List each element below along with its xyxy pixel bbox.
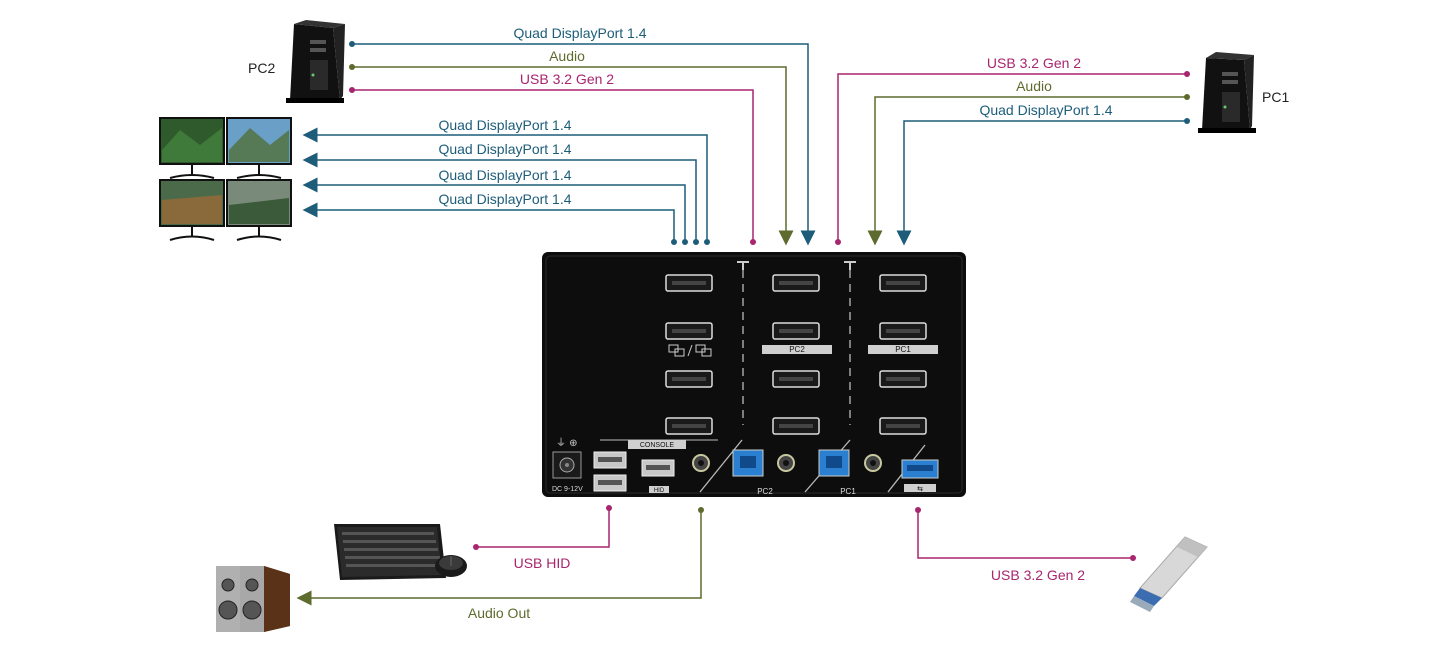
usb-hid-port-1 <box>593 451 627 469</box>
dp-port-pc1-2 <box>879 322 927 340</box>
monitor-displayport-line-1 <box>302 127 710 245</box>
dp-port-out-1 <box>665 274 713 292</box>
pc2-port-tag: PC2 <box>789 345 805 354</box>
svg-text:⏚ ⊕: ⏚ ⊕ <box>556 437 578 449</box>
dp-port-pc2-1 <box>772 274 820 292</box>
pc2-displayport-label: Quad DisplayPort 1.4 <box>513 25 646 41</box>
power-jack-icon: ⏚ ⊕ <box>552 437 582 479</box>
hid-tag: HID <box>654 488 665 494</box>
pc1-displayport-label: Quad DisplayPort 1.4 <box>979 102 1112 118</box>
usb-drive-line <box>915 507 1136 561</box>
pc1-audio-line <box>867 94 1190 246</box>
pc2-usb-tag: PC2 <box>757 487 773 496</box>
pc1-label: PC1 <box>1262 89 1289 105</box>
pc1-port-tag: PC1 <box>895 345 911 354</box>
monitor-displayport-label-3: Quad DisplayPort 1.4 <box>438 167 571 183</box>
monitor-grid-icon <box>159 117 292 241</box>
dp-port-out-2 <box>665 322 713 340</box>
dp-port-pc2-3 <box>772 370 820 388</box>
dp-port-pc2-4 <box>772 417 820 435</box>
audio-out-jack <box>692 454 710 472</box>
svg-text:⇆: ⇆ <box>917 485 923 493</box>
keyboard-icon <box>334 524 446 580</box>
mouse-icon <box>435 555 467 577</box>
usb-b-pc1-port <box>818 449 850 477</box>
kvm-switch-panel: PC2 PC1 CONSOLE ⏚ ⊕ DC 9-12V HID <box>542 252 966 497</box>
monitor-displayport-line-2 <box>302 152 699 245</box>
speakers-icon <box>216 566 290 632</box>
pc2-audio-line <box>349 64 794 246</box>
usb-hid-label: USB HID <box>514 555 571 571</box>
monitor-displayport-line-4 <box>302 202 677 245</box>
console-tag: CONSOLE <box>640 442 675 449</box>
pc1-usb-label: USB 3.2 Gen 2 <box>987 55 1081 71</box>
pc2-label: PC2 <box>248 60 275 76</box>
pc2-displayport-line <box>349 41 816 246</box>
dp-port-pc2-2 <box>772 322 820 340</box>
monitor-displayport-label-4: Quad DisplayPort 1.4 <box>438 191 571 207</box>
pc1-usb-tag: PC1 <box>840 487 856 496</box>
pc1-audio-label: Audio <box>1016 78 1052 94</box>
dc-label: DC 9-12V <box>552 486 583 493</box>
usb-hid-port-2 <box>593 474 627 492</box>
usb-drive-icon <box>1130 536 1208 612</box>
pc2-usb-line <box>349 87 756 245</box>
usb-superspeed-icon: ⇆ <box>904 484 936 493</box>
dp-port-pc1-4 <box>879 417 927 435</box>
pc2-audio-label: Audio <box>549 48 585 64</box>
dp-port-out-4 <box>665 417 713 435</box>
dp-port-pc1-1 <box>879 274 927 292</box>
pc2-tower-icon <box>286 20 345 103</box>
usb-hid-line <box>473 505 612 550</box>
pc1-tower-icon <box>1198 52 1256 133</box>
audio-pc2-jack <box>777 454 795 472</box>
usb-drive-label: USB 3.2 Gen 2 <box>991 567 1085 583</box>
monitor-displayport-line-3 <box>302 177 688 245</box>
usb-console-port <box>641 459 675 477</box>
monitor-displayport-label-2: Quad DisplayPort 1.4 <box>438 141 571 157</box>
pc2-usb-label: USB 3.2 Gen 2 <box>520 71 614 87</box>
audio-out-line <box>296 507 704 606</box>
audio-out-label: Audio Out <box>468 605 530 621</box>
dp-port-out-3 <box>665 370 713 388</box>
pc1-usb-line <box>835 71 1190 245</box>
usb-b-pc2-port <box>732 449 764 477</box>
pc1-displayport-line <box>896 118 1190 246</box>
usb-3-2-port <box>901 459 939 479</box>
monitor-displayport-label-1: Quad DisplayPort 1.4 <box>438 117 571 133</box>
display-mode-icon <box>668 344 712 357</box>
dp-port-pc1-3 <box>879 370 927 388</box>
audio-pc1-jack <box>864 454 882 472</box>
